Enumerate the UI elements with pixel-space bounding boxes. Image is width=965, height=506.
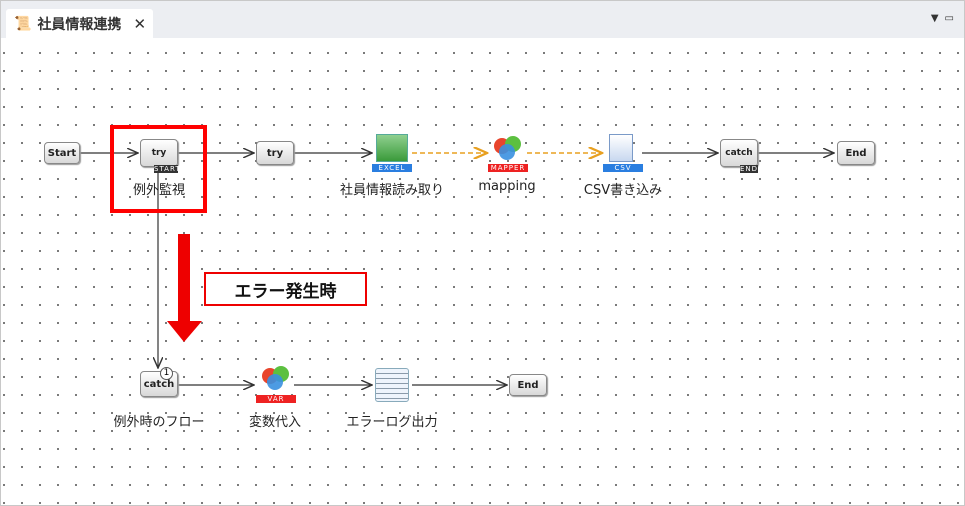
var-label: 変数代入 (248, 415, 302, 430)
script-icon: 📜 (14, 15, 32, 32)
var-node[interactable] (260, 364, 292, 392)
csv-tag: CSV (603, 164, 643, 172)
start-node[interactable]: Start (44, 142, 80, 164)
catch-number-badge: 1 (160, 367, 173, 380)
flow-canvas[interactable]: Start try START 例外監視 try EXCEL 社員情報読み取り … (2, 38, 964, 505)
csv-label: CSV書き込み (583, 183, 663, 198)
tab-flow[interactable]: 📜 社員情報連携 ✕ (6, 9, 153, 38)
csv-write-node[interactable] (609, 134, 633, 162)
log-output-node[interactable] (375, 368, 409, 402)
close-icon[interactable]: ✕ (133, 14, 147, 33)
end-node-2[interactable]: End (509, 374, 547, 396)
end-tag: END (740, 165, 759, 173)
view-menu-icon[interactable]: ▼ (930, 13, 939, 24)
trycatch-label: 例外監視 (132, 183, 186, 198)
connectors (80, 38, 964, 505)
variable-icon (262, 366, 289, 390)
tab-title: 社員情報連携 (37, 16, 122, 33)
mapper-node[interactable] (492, 134, 524, 162)
catch-node[interactable]: catch (140, 371, 178, 397)
excel-read-node[interactable] (376, 134, 408, 162)
error-callout: エラー発生時 (204, 272, 367, 306)
mapper-icon (494, 136, 521, 160)
maximize-icon[interactable]: ▭ (944, 13, 954, 24)
var-tag: VAR (256, 395, 296, 403)
mapping-label: mapping (478, 179, 536, 194)
try-catch-end-node[interactable]: catch (720, 139, 758, 167)
excel-tag: EXCEL (372, 164, 412, 172)
end-node[interactable]: End (837, 141, 875, 165)
try-node[interactable]: try (256, 141, 294, 165)
log-label: エラーログ出力 (346, 415, 438, 430)
mapper-tag: MAPPER (488, 164, 528, 172)
tab-bar: 📜 社員情報連携 ✕ ▼ ▭ (1, 1, 964, 38)
start-tag: START (154, 165, 181, 173)
highlight-box (110, 125, 207, 213)
down-arrow (167, 234, 202, 342)
catch-label: 例外時のフロー (113, 415, 205, 430)
excel-label: 社員情報読み取り (339, 183, 445, 198)
